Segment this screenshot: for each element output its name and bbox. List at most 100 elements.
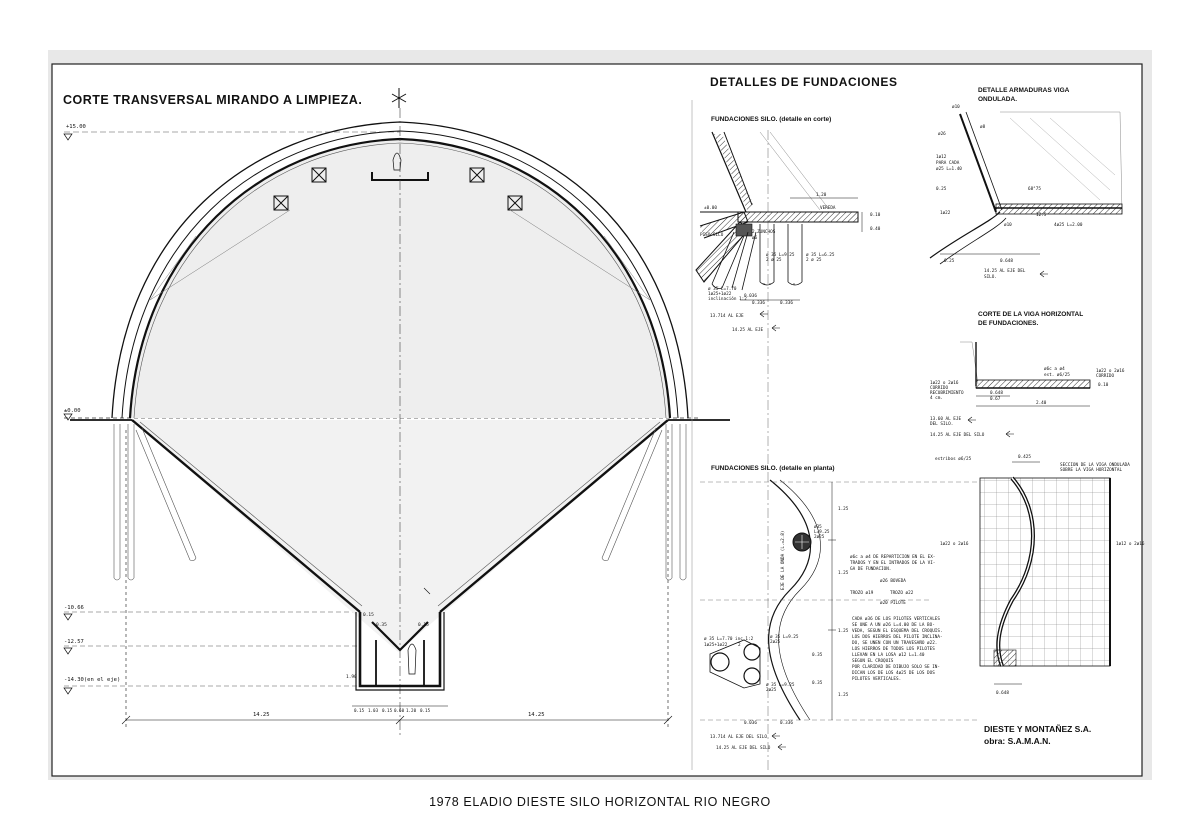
horizontal-beam-section: CORTE DE LA VIGA HORIZONTAL DE FUNDACION… [930,311,1125,438]
wb-f: ø25 L=1.40 [936,166,962,172]
hb-i: 0.648 [990,390,1003,396]
hb-m: 13.60 AL EJE [930,416,961,422]
wb-d: 1ø12 [936,154,947,160]
wb-o: 14.25 AL EJE DEL [984,268,1026,274]
ss-d010: 0.10 [870,212,881,218]
wb-l: 68°75 [1028,186,1041,192]
pl-d7: 0.036 [744,720,757,726]
pl-s: SE UNE A UN ø26 L=4.00 DE LA BO- [852,622,935,628]
ss-ground: ±0.00 [704,205,717,211]
pl-p2: ø 35 L=9.25 [770,634,799,640]
main-cross-section: CORTE TRANSVERSAL MIRANDO A LIMPIEZA. +1… [63,88,730,735]
pl-p3b: 2ø25 [766,687,777,693]
sub-dim-4: 0.60 [394,708,405,713]
wave-beam-detail: DETALLE ARMADURAS VIGA ONDULADA. ø10 ø8 … [929,87,1123,280]
hb-c: 1ø22 o 2ø16 [930,380,959,386]
pl-i: 2ø25 [814,534,825,540]
pit-dim-4: 0.15 [418,622,429,628]
sub-dim-6: 0.15 [420,708,431,713]
silo-section-title: FUNDACIONES SILO. (detalle en corte) [711,116,831,123]
title-block: DIESTE Y MONTAÑEZ S.A. obra: S.A.M.A.N. [984,724,1091,746]
bottom-dimensions [121,430,673,730]
ss-d0336: 0.336 [752,300,765,306]
hb-a: ø6c a ø4 [1044,366,1065,372]
wb-m: 0.25 [944,258,955,264]
ss-zunchos2: ø6 [752,235,758,241]
level-top: +15.00 [66,124,86,130]
firm-name: DIESTE Y MONTAÑEZ S.A. [984,724,1091,734]
bottom-sub-dims: 0.15 1.03 0.15 0.60 1.20 0.15 [354,708,431,713]
pl-y: SEGUN EL CROQUIS [852,658,894,664]
obra-name: obra: S.A.M.A.N. [984,736,1051,746]
pl-p1c: 2 [738,642,741,648]
hb-b: est. ø6/25 [1044,372,1070,378]
pl-d8: 0.336 [780,720,793,726]
details-title: DETALLES DE FUNDACIONES [710,75,898,89]
pl-b: 0.425 [1018,454,1031,460]
pl-z3: PILOTES VERTICALES. [852,676,901,682]
hb-f: CORRIDO [1096,373,1115,379]
pl-v: DO, SE UNEN CON UN TRAVESAÑO ø22. [852,639,937,646]
hb-n: DEL SILO. [930,421,953,427]
pl-d9: 0.648 [996,690,1009,696]
silo-foundation-section: FUNDACIONES SILO. (detalle en corte) ±0.… [695,116,881,333]
ss-d120: 1.20 [816,192,827,198]
image-caption: 1978 ELADIO DIESTE SILO HORIZONTAL RIO N… [429,795,771,809]
pl-c: SECCION DE LA VIGA ONDULADA [1060,462,1130,468]
pl-n: ø26 BOVEDA [880,578,906,584]
pl-a: estribos ø6/25 [935,456,972,462]
wb-g: 0.25 [936,186,947,192]
ss-d0036: 0.036 [744,293,757,299]
ss-p3b: 1ø25+1ø22 [708,291,732,297]
sub-dim-3: 0.15 [382,708,393,713]
sub-dim-1: 0.15 [354,708,365,713]
wb-e: PARA CADA [936,160,960,166]
hb-o: 14.25 AL EJE DEL SILO [930,432,985,438]
ss-vereda: VEREDA [820,205,836,211]
pit-dim-2: 0.35 [376,622,387,628]
pl-q: ø20 PILOTE [880,600,906,606]
pl-d: SOBRE LA VIGA HORIZONTAL [1060,467,1122,473]
ss-eje2: 14.25 AL EJE [732,327,763,333]
pl-p: TROZO ø22 [890,590,914,596]
ss-zunchos: 2 ZUNCHOS [752,229,776,235]
hb-k: 2.40 [1036,400,1047,406]
axis-marker-icon [391,88,407,108]
pl-z2: DICAN LOS DE LOS 4ø25 DE LOS DOS [852,670,935,676]
sub-dim-5: 1.20 [406,708,417,713]
hb-h: 4 cm. [930,395,943,401]
ss-p3: ø 35 L=7.70 [708,286,737,292]
pl-d1: 1.25 [838,506,849,512]
ss-p3c: inclinación 1:2 [708,295,747,302]
ss-p1: ø 35 L=9.25 [766,252,795,258]
pl-z: POR CLARIDAD DE DIBUJO SOLO SE IN- [852,664,940,670]
piles-right [601,424,687,581]
wb-b: ø8 [980,124,986,130]
hb-j: 0.67 [990,396,1001,402]
pl-p1b: 1ø25+1ø22 [704,642,728,648]
ss-eje1: 13.714 AL EJE [710,313,744,319]
piles-left [113,424,197,581]
ss-d040: 0.40 [870,226,881,232]
ss-d0336b: 0.336 [780,300,793,306]
pl-x: LLEVAN EN LA LOSA ø12 L=1.40 [852,652,925,658]
wb-p: SILO. [984,274,997,280]
wb-j: 12.5 [1036,212,1047,218]
wb-c: ø26 [938,131,946,137]
pit-dim-3: 1.90 [346,674,357,680]
level-l2: -12.57 [64,639,84,645]
pl-d4: 1.25 [838,692,849,698]
pl-g: ø35 [814,524,822,530]
pl-k: ø6c a ø4 DE REPARTICION EN EL EX- [850,554,935,560]
hb-e: 1ø22 o 2ø16 [1096,368,1125,374]
wave-beam-title: DETALLE ARMADURAS VIGA [978,87,1070,94]
horiz-beam-title: CORTE DE LA VIGA HORIZONTAL [978,311,1083,318]
wb-a: ø10 [952,104,960,110]
foundation-plan: FUNDACIONES SILO. (detalle en planta) es… [700,454,1145,751]
pl-t: VEDA, SEGUN EL ESQUEMA DEL CROQUIS. [852,628,943,634]
bottom-tunnel: 0.15 0.35 1.90 0.15 [346,612,445,691]
wave-beam-title2: ONDULADA. [978,96,1017,103]
pl-j: EJE DE LA ONDA (L.=2.8) [780,531,786,591]
pl-m: GA DE FUNDACION. [850,566,891,572]
pl-d2: 1.25 [838,570,849,576]
